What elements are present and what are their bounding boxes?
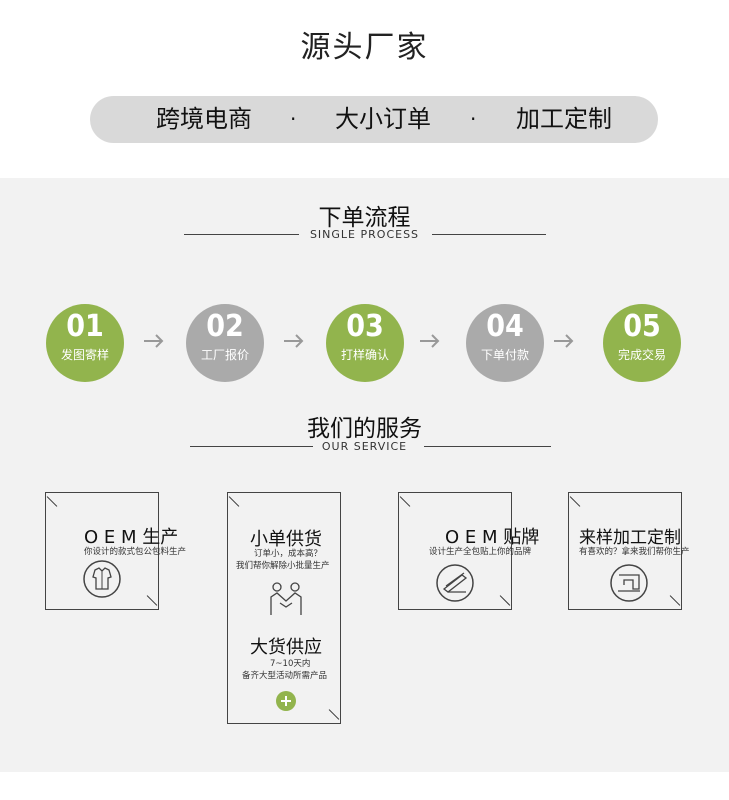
handshake-icon bbox=[270, 582, 302, 615]
card-subtitle: 有喜欢的？拿来我们帮你生产 bbox=[579, 547, 690, 557]
clothing-icon bbox=[83, 560, 121, 598]
page-title: 源头厂家 bbox=[300, 30, 429, 65]
arrow-right-icon bbox=[554, 334, 574, 348]
card-subtitle: 设计生产全包贴上你的品牌 bbox=[429, 547, 532, 557]
pill-item-cross-border: 跨境电商 bbox=[156, 105, 252, 133]
step-number: 05 bbox=[623, 309, 661, 344]
step-label: 工厂报价 bbox=[200, 348, 249, 362]
step-label: 完成交易 bbox=[617, 348, 666, 362]
card-title: 小单供货 bbox=[250, 529, 322, 550]
step-label: 下单付款 bbox=[480, 348, 529, 362]
divider-line bbox=[424, 446, 551, 447]
service-card-oem-production: O E M 生产 你设计的款式包公包料生产 bbox=[45, 492, 186, 610]
service-card-small-bulk: 小单供货 订单小，成本高？ 我们帮你解除小批量生产 大货供应 7~10天内 备齐… bbox=[227, 492, 341, 724]
service-card-oem-label: O E M 贴牌 设计生产全包贴上你的品牌 bbox=[398, 492, 539, 610]
content-panel bbox=[0, 178, 729, 772]
feature-pill: 跨境电商 · 大小订单 · 加工定制 bbox=[90, 96, 658, 143]
step-number: 02 bbox=[206, 309, 244, 344]
process-step-03: 03 打样确认 bbox=[326, 304, 404, 382]
sewing-machine-icon bbox=[610, 564, 648, 602]
card-title-bulk: 大货供应 bbox=[250, 637, 322, 658]
step-number: 01 bbox=[66, 309, 104, 344]
step-number: 03 bbox=[346, 309, 384, 344]
pill-separator: · bbox=[290, 107, 297, 131]
process-subtitle: SINGLE PROCESS bbox=[309, 228, 420, 241]
process-step-05: 05 完成交易 bbox=[603, 304, 681, 382]
pill-separator: · bbox=[470, 107, 477, 131]
step-number: 04 bbox=[486, 309, 524, 344]
arrow-right-icon bbox=[420, 334, 440, 348]
card-title: O E M 贴牌 bbox=[445, 527, 540, 548]
process-step-04: 04 下单付款 bbox=[466, 304, 544, 382]
pill-item-orders: 大小订单 bbox=[335, 105, 431, 133]
fabric-roll-icon bbox=[436, 564, 474, 602]
service-card-sample-custom: 来样加工定制 有喜欢的？拿来我们帮你生产 bbox=[568, 492, 690, 610]
process-step-01: 01 发图寄样 bbox=[46, 304, 124, 382]
card-subtitle: 7~10天内 bbox=[270, 659, 311, 669]
card-subtitle: 你设计的款式包公包料生产 bbox=[84, 547, 187, 557]
process-title: 下单流程 bbox=[318, 205, 411, 231]
divider-line bbox=[190, 446, 313, 447]
plus-icon[interactable] bbox=[276, 691, 296, 711]
divider-line bbox=[184, 234, 299, 235]
arrow-right-icon bbox=[144, 334, 164, 348]
step-label: 打样确认 bbox=[340, 348, 389, 362]
service-title: 我们的服务 bbox=[307, 416, 422, 442]
card-title: O E M 生产 bbox=[84, 527, 179, 548]
card-subtitle: 备齐大型活动所需产品 bbox=[242, 671, 328, 681]
card-subtitle: 我们帮你解除小批量生产 bbox=[236, 561, 330, 571]
step-label: 发图寄样 bbox=[60, 348, 109, 362]
card-title: 来样加工定制 bbox=[579, 528, 681, 548]
service-subtitle: OUR SERVICE bbox=[321, 440, 408, 453]
card-subtitle: 订单小，成本高？ bbox=[254, 549, 323, 559]
pill-item-custom: 加工定制 bbox=[516, 105, 612, 133]
arrow-right-icon bbox=[284, 334, 304, 348]
process-step-02: 02 工厂报价 bbox=[186, 304, 264, 382]
divider-line bbox=[432, 234, 546, 235]
